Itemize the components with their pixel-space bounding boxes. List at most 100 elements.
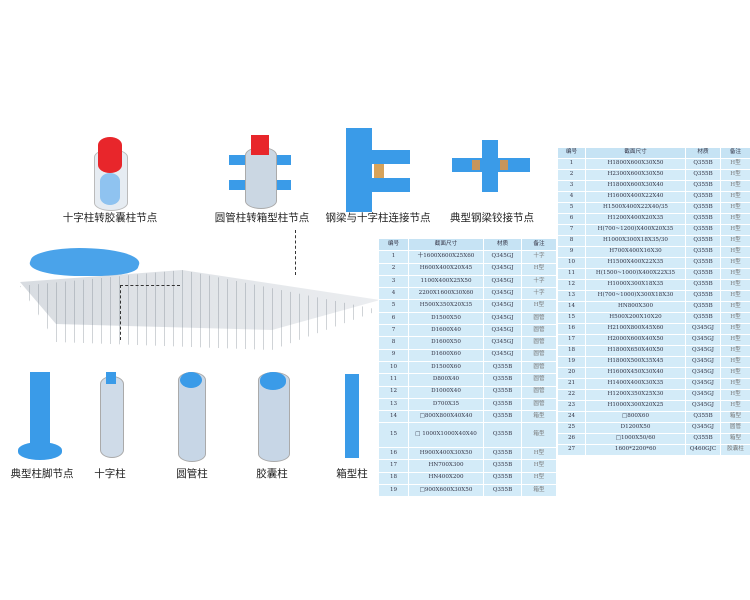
table-cell: H1500X400X22X35 xyxy=(585,257,686,269)
table-cell: Q345GJ xyxy=(685,367,721,379)
table-cell: Q345GJ xyxy=(685,345,721,357)
table-cell: 箱型 xyxy=(720,433,750,445)
table-cell: H900X400X30X50 xyxy=(408,447,484,461)
table-cell: H2000X600X40X50 xyxy=(585,334,686,346)
table-cell: D1000X40 xyxy=(408,385,484,399)
table-cell: Q355B xyxy=(483,385,522,399)
table-cell: D1600X40 xyxy=(408,324,484,338)
table-cell: H1800X600X30X40 xyxy=(585,180,686,192)
table-cell: 19 xyxy=(378,483,409,498)
table-cell: H型 xyxy=(720,279,750,291)
table-cell: H(1500~1000)X400X22X35 xyxy=(585,268,686,280)
table-cell: H500X350X20X35 xyxy=(408,299,484,313)
table-cell: H型 xyxy=(720,301,750,313)
table-cell: D1200X50 xyxy=(585,422,686,434)
table-cell: Q345GJ xyxy=(483,348,522,362)
table-cell: 20 xyxy=(557,367,586,379)
table-cell: 1 xyxy=(378,250,409,264)
leader-line xyxy=(120,285,180,286)
table-cell: H型 xyxy=(720,180,750,192)
table-cell: H2300X600X30X50 xyxy=(585,169,686,181)
table-cell: H型 xyxy=(720,389,750,401)
table-cell: 1100X400X25X50 xyxy=(408,274,484,289)
table-cell: Q345GJ xyxy=(685,334,721,346)
table-cell: Q355B xyxy=(685,213,721,225)
table-cell: 胶囊柱 xyxy=(720,444,750,456)
table-cell: 圆管 xyxy=(521,373,557,387)
table-cell: Q355B xyxy=(483,422,522,449)
table-cell: Q355B xyxy=(685,257,721,269)
table-cell: Q355B xyxy=(685,312,721,324)
table-cell: H型 xyxy=(720,246,750,258)
table-cell: Q345GJ xyxy=(685,378,721,390)
cross-column-figure xyxy=(100,372,124,458)
table-cell: H1000X300X20X25 xyxy=(585,400,686,412)
beam-to-cross-column-node-figure xyxy=(338,128,413,213)
table-cell: H1200X400X20X35 xyxy=(585,213,686,225)
table-header: 编号截面尺寸材质备注 xyxy=(378,237,557,252)
table-cell: H型 xyxy=(720,312,750,324)
table-cell: H1800X650X40X50 xyxy=(585,345,686,357)
column-header: 编号 xyxy=(557,147,586,159)
table-cell: 26 xyxy=(557,433,586,445)
table-cell: Q345GJ xyxy=(483,274,522,289)
table-cell: H型 xyxy=(521,459,557,473)
table-cell: H型 xyxy=(720,334,750,346)
table-cell: D1600X60 xyxy=(408,348,484,362)
table-cell: 9 xyxy=(378,348,409,362)
table-cell: 15 xyxy=(378,422,409,449)
table-cell: Q355B xyxy=(685,224,721,236)
table-cell: H型 xyxy=(720,235,750,247)
table-cell: Q355B xyxy=(685,191,721,203)
label-column-base-node: 典型柱脚节点 xyxy=(10,468,74,480)
label-cross-column: 十字柱 xyxy=(94,468,126,480)
table-cell: Q355B xyxy=(483,360,522,375)
table-cell: 箱型 xyxy=(720,411,750,423)
table-cell: Q355B xyxy=(685,433,721,445)
table-cell: 4 xyxy=(378,287,409,301)
table-cell: 十字 xyxy=(521,287,557,301)
table-cell: 1 xyxy=(557,158,586,170)
table-cell: □900X600X30X50 xyxy=(408,483,484,498)
table-cell: 6 xyxy=(378,311,409,326)
table-cell: D1500X60 xyxy=(408,360,484,375)
table-cell: D1500X50 xyxy=(408,311,484,326)
table-cell: H型 xyxy=(521,447,557,461)
table-cell: 11 xyxy=(557,268,586,280)
table-cell: D700X35 xyxy=(408,397,484,412)
table-cell: Q345GJ xyxy=(483,250,522,264)
table-cell: H型 xyxy=(521,299,557,313)
table-cell: 3 xyxy=(557,180,586,192)
table-cell: 4 xyxy=(557,191,586,203)
table-cell: 十字 xyxy=(521,274,557,289)
table-cell: Q345GJ xyxy=(483,336,522,350)
table-cell: Q460GJC xyxy=(685,444,721,456)
table-cell: Q355B xyxy=(685,180,721,192)
table-cell: H1600X400X22X40 xyxy=(585,191,686,203)
label-pipe-column: 圆管柱 xyxy=(176,468,208,480)
column-base-node-figure xyxy=(18,372,62,462)
table-cell: 9 xyxy=(557,246,586,258)
table-cell: Q355B xyxy=(685,411,721,423)
table-cell: 17 xyxy=(557,334,586,346)
table-cell: 17 xyxy=(378,459,409,473)
table-cell: 箱型 xyxy=(521,410,557,424)
table-cell: 22 xyxy=(557,389,586,401)
table-cell: H(700~1200)X400X20X35 xyxy=(585,224,686,236)
table-cell: □ 1000X1000X40X40 xyxy=(408,422,484,449)
table-cell: 8 xyxy=(378,336,409,350)
pipe-column-figure xyxy=(178,372,206,462)
